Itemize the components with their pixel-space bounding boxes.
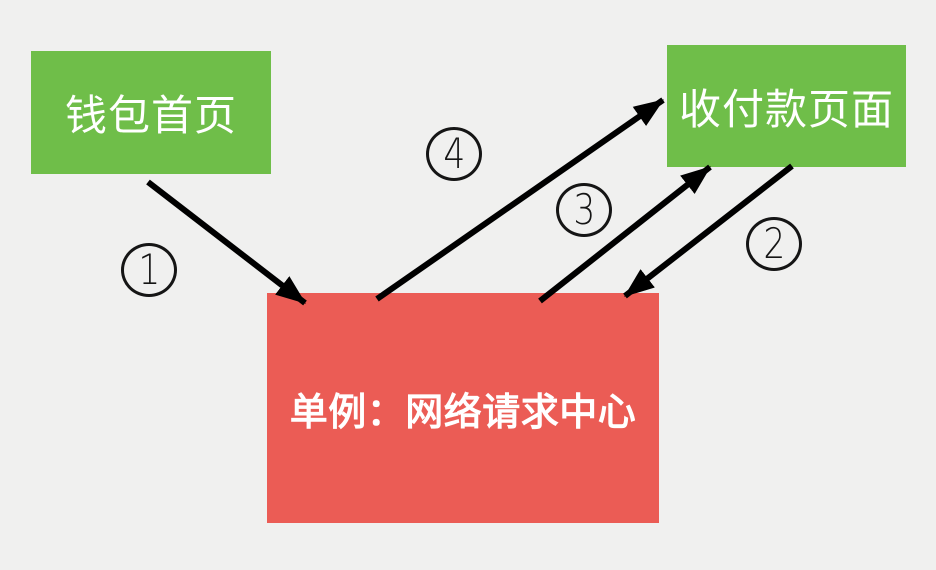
node-payment-page: 收付款页面: [667, 45, 906, 167]
arrow-2: [623, 163, 794, 299]
step-number-1: 1: [138, 245, 160, 294]
step-number-2: 2: [763, 219, 785, 268]
node-wallet-home-label: 钱包首页: [64, 91, 237, 140]
step-badge-3: 3: [556, 183, 612, 237]
arrow-4: [375, 97, 665, 302]
step-badge-4: 4: [426, 127, 482, 181]
node-payment-page-label: 收付款页面: [678, 84, 894, 134]
step-badge-2: 2: [746, 217, 802, 271]
step-number-3: 3: [573, 185, 595, 234]
arrow-1: [146, 179, 307, 306]
node-network-center: 单例：网络请求中心: [267, 293, 659, 523]
step-badge-1: 1: [121, 243, 177, 297]
node-network-center-label: 单例：网络请求中心: [289, 389, 637, 434]
node-wallet-home: 钱包首页: [31, 51, 271, 174]
step-number-4: 4: [443, 129, 465, 178]
arrow-3: [538, 164, 712, 304]
